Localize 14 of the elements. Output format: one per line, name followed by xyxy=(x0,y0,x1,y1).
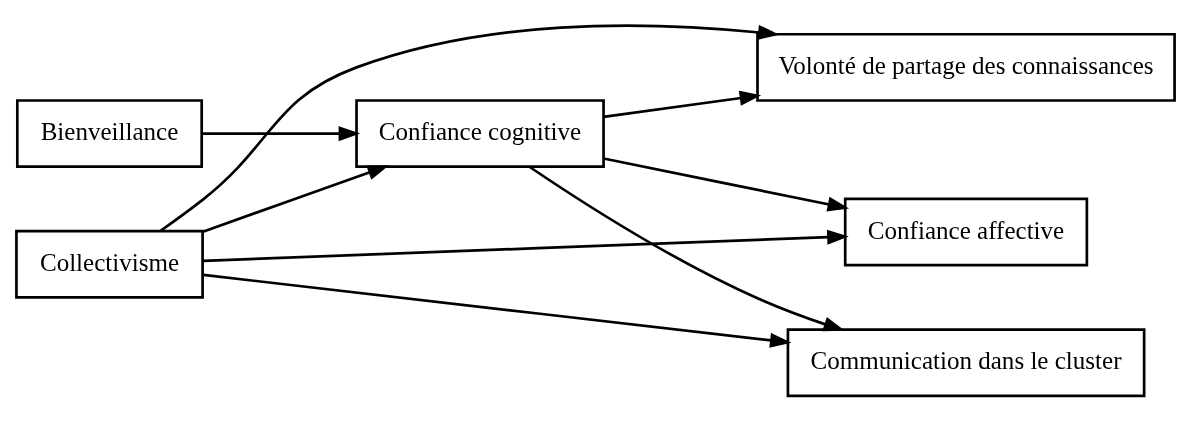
node-box: Confiance affective xyxy=(843,197,1089,267)
arrow xyxy=(603,157,850,212)
arrow xyxy=(203,273,792,348)
node-box: Collectivisme xyxy=(15,229,204,299)
node-box: Volonté de partage des connaissances xyxy=(756,32,1176,102)
arrow xyxy=(529,165,845,332)
arrow xyxy=(203,229,849,263)
arrow xyxy=(202,126,361,142)
arrow xyxy=(202,165,390,233)
node-box: Confiance cognitive xyxy=(355,99,605,169)
arrow xyxy=(159,24,780,233)
node-box: Communication dans le cluster xyxy=(786,328,1146,398)
node-box: Bienveillance xyxy=(15,99,204,169)
arrow xyxy=(603,90,762,119)
